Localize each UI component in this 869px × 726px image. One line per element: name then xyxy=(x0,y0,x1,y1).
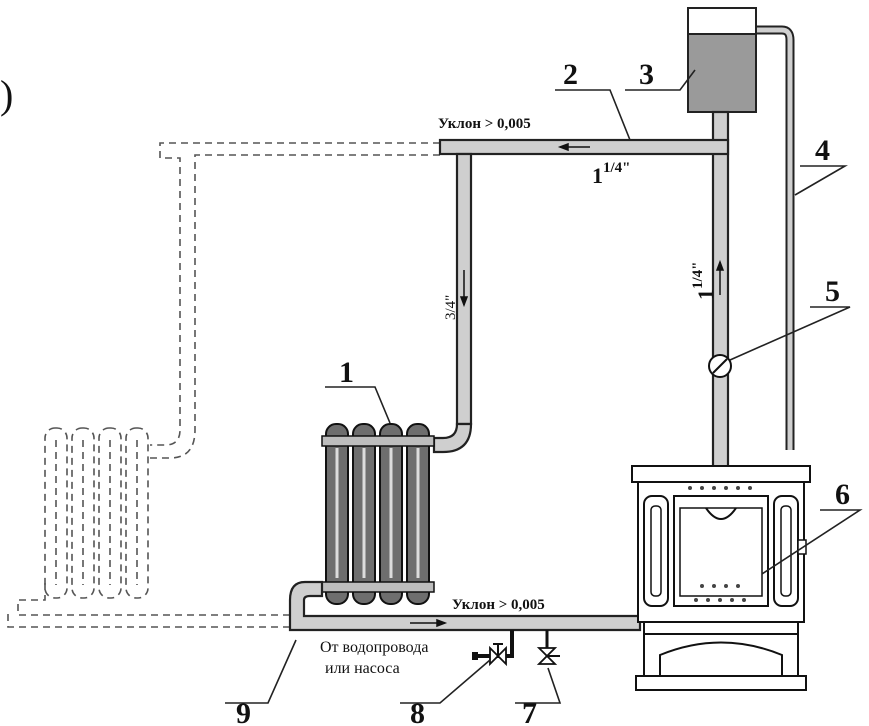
feed-valve xyxy=(472,630,514,667)
panel-label-fragment: ) xyxy=(0,72,13,117)
riser-size-whole: 1 xyxy=(693,289,718,300)
callout-overflow-pipe: 4 xyxy=(815,134,830,167)
supply-size-fraction: 1/4" xyxy=(603,160,631,176)
callout-supply-pipe: 2 xyxy=(563,58,578,91)
callout-return-pipe: 9 xyxy=(236,697,251,726)
riser-size-fraction: 1/4" xyxy=(690,262,706,290)
pressure-gauge xyxy=(708,354,732,378)
callout-expansion-tank: 3 xyxy=(639,58,654,91)
optional-second-radiator xyxy=(7,142,440,628)
callout-stove: 6 xyxy=(835,478,850,511)
callout-gauge: 5 xyxy=(825,275,840,308)
drop-size-label: 3/4" xyxy=(443,295,459,320)
stove xyxy=(631,465,811,691)
callout-radiator: 1 xyxy=(339,356,354,389)
overflow-pipe xyxy=(755,25,795,450)
supply-size-whole: 1 xyxy=(592,163,603,188)
water-source-line1: От водопровода xyxy=(320,639,428,656)
slope-note-lower: Уклон > 0,005 xyxy=(452,597,545,613)
callout-leaders xyxy=(225,69,863,704)
callout-drain-valve: 7 xyxy=(522,697,537,726)
callout-feed-valve: 8 xyxy=(410,697,425,726)
expansion-tank xyxy=(687,7,757,113)
drain-valve xyxy=(536,630,560,665)
radiator xyxy=(321,423,435,605)
water-source-line2: или насоса xyxy=(325,660,400,677)
flow-arrows xyxy=(410,142,725,628)
slope-note-upper: Уклон > 0,005 xyxy=(438,116,531,132)
